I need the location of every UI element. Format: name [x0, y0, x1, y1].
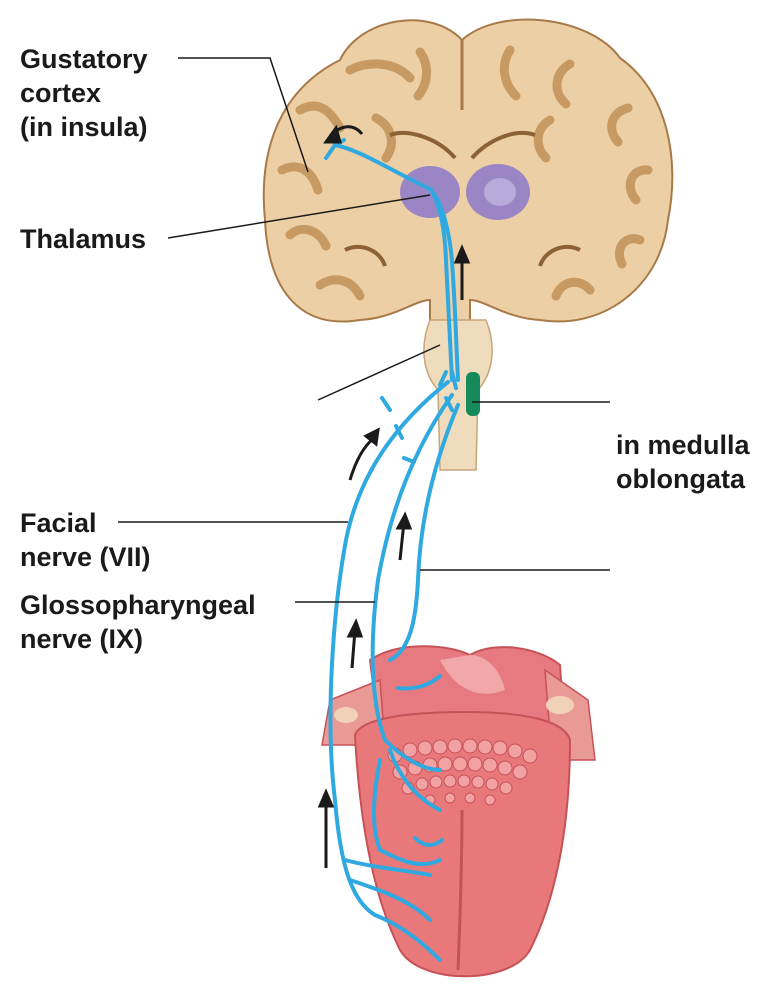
label-medulla-oblongata: in medulla oblongata	[616, 428, 750, 496]
brain-coronal-section	[264, 20, 673, 470]
gustatory-nucleus	[466, 372, 480, 416]
label-thalamus: Thalamus	[20, 222, 146, 256]
tongue	[322, 646, 595, 976]
label-facial-nerve: Facial nerve (VII)	[20, 506, 151, 574]
label-gustatory-cortex: Gustatory cortex (in insula)	[20, 42, 148, 144]
label-glossopharyngeal-nerve: Glossopharyngeal nerve (IX)	[20, 588, 256, 656]
